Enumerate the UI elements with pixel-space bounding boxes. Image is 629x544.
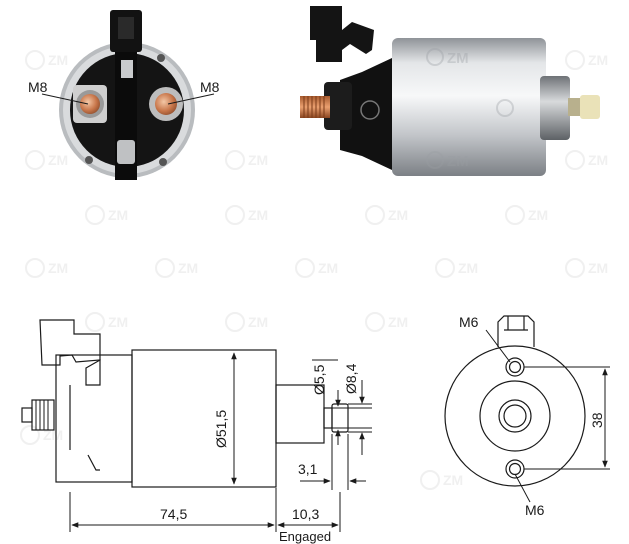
side-endcap xyxy=(540,76,570,140)
leader-m6-top xyxy=(485,329,511,363)
label-body-diameter: Ø51,5 xyxy=(213,410,229,448)
watermark-text: ZM xyxy=(248,152,268,168)
side-plunger xyxy=(580,95,600,119)
label-m8-left: M8 xyxy=(28,79,48,95)
dimension-labels-end: M6 M6 38 xyxy=(459,314,605,518)
label-m6-bottom: M6 xyxy=(525,502,545,518)
leader-m8-right xyxy=(167,93,215,105)
drawing-end-view xyxy=(444,315,586,487)
watermark-text: ZM xyxy=(248,314,268,330)
watermark-text: ZM xyxy=(48,260,68,276)
watermark-text: ZM xyxy=(43,427,63,443)
drawing-body xyxy=(131,349,277,488)
label-plunger-travel: 3,1 xyxy=(298,461,318,477)
drawing-cap xyxy=(55,354,133,483)
label-m8-right: M8 xyxy=(200,79,220,95)
label-plunger-diameter: Ø8,4 xyxy=(343,363,359,394)
watermark-text: ZM xyxy=(318,260,338,276)
watermark-text: ZM xyxy=(447,153,469,170)
label-body-length: 74,5 xyxy=(160,506,187,522)
label-engaged: Engaged xyxy=(279,529,331,544)
dimensions-side xyxy=(69,352,372,532)
watermark-text: ZM xyxy=(388,207,408,223)
watermark-text: ZM xyxy=(108,207,128,223)
watermark-text: ZM xyxy=(588,52,608,68)
dimensions-end xyxy=(485,329,610,503)
hole-bottom xyxy=(505,459,525,479)
end-boss-circle xyxy=(479,380,551,452)
drawing-connector xyxy=(39,319,101,366)
watermark-text: ZM xyxy=(458,260,478,276)
watermark-text: ZM xyxy=(528,207,548,223)
photo-front-view: M8 M8 xyxy=(28,10,220,180)
dimension-labels-side: Ø51,5 Ø5,5 Ø8,4 3,1 74,5 10,3 Engaged xyxy=(160,363,359,544)
watermark-text: ZM xyxy=(588,152,608,168)
leader-m8-left xyxy=(41,93,89,105)
watermark-text: ZM xyxy=(108,314,128,330)
watermark-text: ZM xyxy=(447,50,469,67)
watermark-text: ZM xyxy=(248,207,268,223)
photo-side-view: ZM ZM xyxy=(300,6,600,176)
watermark-text: ZM xyxy=(443,472,463,488)
label-shaft-diameter: Ø5,5 xyxy=(311,364,327,395)
label-hole-spacing: 38 xyxy=(589,412,605,428)
watermark-text: ZM xyxy=(588,260,608,276)
watermark-text: ZM xyxy=(48,52,68,68)
end-outer-circle xyxy=(444,345,586,487)
side-connector xyxy=(310,6,374,62)
side-body xyxy=(392,38,546,176)
watermark-layer: ZM ZM ZM ZM ZM ZM ZM ZM ZM ZM ZM ZM ZM Z… xyxy=(20,50,608,490)
watermark-text: ZM xyxy=(178,260,198,276)
watermark-text: ZM xyxy=(48,152,68,168)
drawing-stud xyxy=(31,399,55,431)
label-m6-top: M6 xyxy=(459,314,479,330)
label-engaged-length: 10,3 xyxy=(292,506,319,522)
leader-m6-bottom xyxy=(514,473,531,503)
side-cap xyxy=(340,58,398,170)
drawing-side-view xyxy=(21,319,349,488)
watermark-text: ZM xyxy=(388,314,408,330)
end-bore xyxy=(503,404,527,428)
